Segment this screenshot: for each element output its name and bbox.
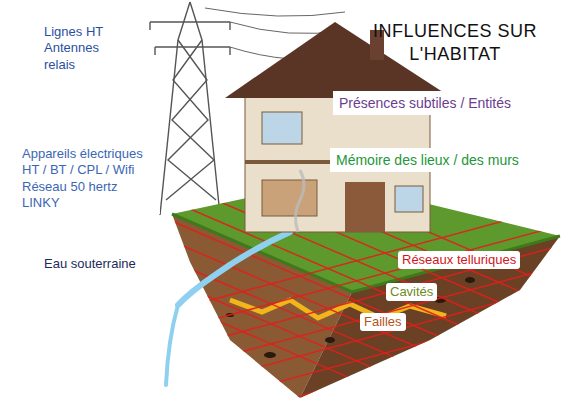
power-lines-label: Lignes HT Antennes relais bbox=[44, 24, 116, 73]
water-label: Eau souterraine bbox=[44, 256, 136, 272]
appliances-box: Appareils électriques HT / BT / CPL / Wi… bbox=[16, 143, 160, 214]
box-text: Présences subtiles / Entités bbox=[339, 95, 511, 113]
cavities-label: Cavités bbox=[386, 283, 437, 301]
underground-water bbox=[166, 232, 290, 385]
box-text: Appareils électriques HT / BT / CPL / Wi… bbox=[22, 146, 154, 211]
pylon bbox=[150, 2, 230, 215]
box-text: Mémoire des lieux / des murs bbox=[336, 152, 519, 170]
fault-crack bbox=[230, 300, 446, 318]
diagram-title: INFLUENCES SUR L'HABITAT bbox=[360, 20, 550, 65]
faults-label: Failles bbox=[360, 313, 406, 331]
memory-box: Mémoire des lieux / des murs bbox=[330, 148, 525, 172]
telluric-grid bbox=[100, 90, 572, 405]
entities-box: Présences subtiles / Entités bbox=[333, 91, 517, 115]
telluric-label: Réseaux telluriques bbox=[398, 251, 520, 269]
